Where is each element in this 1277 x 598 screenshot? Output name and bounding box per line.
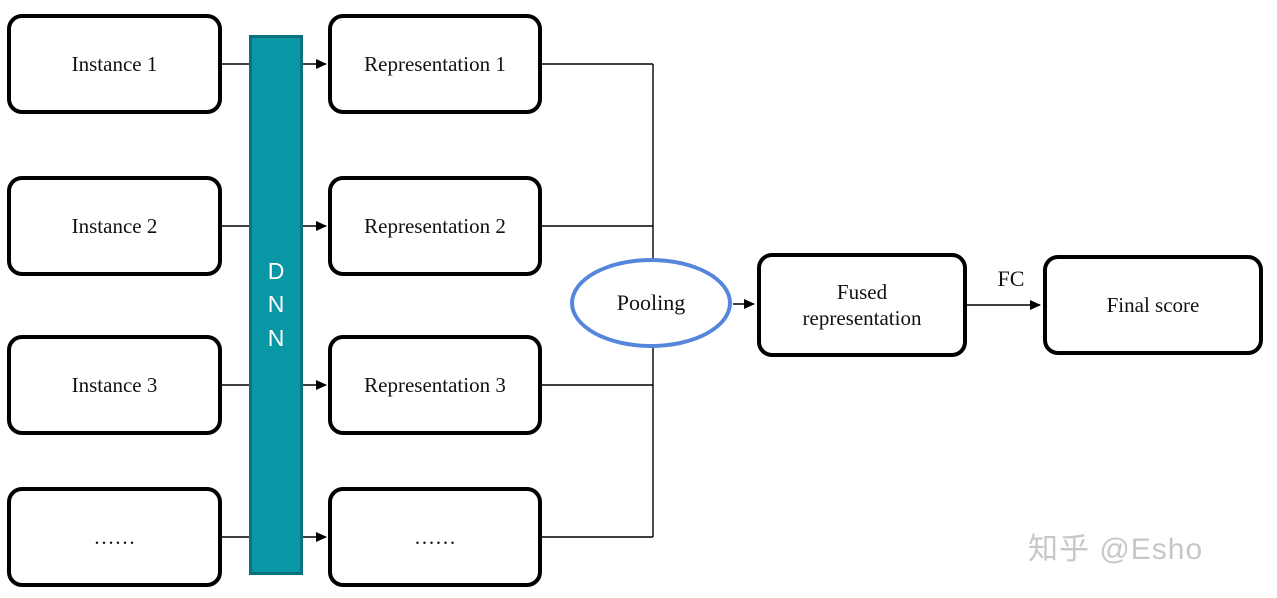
final-score-box: Final score bbox=[1043, 255, 1263, 355]
instance-2-box: Instance 2 bbox=[7, 176, 222, 276]
dnn-layer-bar: D N N bbox=[249, 35, 303, 575]
instance-ellipsis-box: …… bbox=[7, 487, 222, 587]
representation-1-label: Representation 1 bbox=[364, 51, 506, 76]
pooling-label: Pooling bbox=[616, 290, 686, 315]
instance-ellipsis-label: …… bbox=[93, 524, 136, 549]
representation-ellipsis-box: …… bbox=[328, 487, 542, 587]
representation-1-box: Representation 1 bbox=[328, 14, 542, 114]
fused-representation-label: Fused representation bbox=[802, 279, 922, 330]
representation-2-label: Representation 2 bbox=[364, 213, 506, 238]
instance-3-label: Instance 3 bbox=[71, 372, 158, 397]
dnn-layer-label: D N N bbox=[267, 257, 285, 351]
representation-3-label: Representation 3 bbox=[364, 372, 506, 397]
representation-ellipsis-label: …… bbox=[414, 524, 456, 549]
pooling-node: Pooling bbox=[570, 258, 732, 348]
watermark-text: 知乎 @Esho bbox=[1028, 533, 1204, 566]
instance-3-box: Instance 3 bbox=[7, 335, 222, 435]
instance-1-box: Instance 1 bbox=[7, 14, 222, 114]
fc-edge-label: FC bbox=[997, 266, 1025, 291]
representation-3-box: Representation 3 bbox=[328, 335, 542, 435]
instance-1-label: Instance 1 bbox=[71, 51, 158, 76]
final-score-label: Final score bbox=[1106, 292, 1200, 317]
instance-2-label: Instance 2 bbox=[71, 213, 158, 238]
representation-2-box: Representation 2 bbox=[328, 176, 542, 276]
fused-representation-box: Fused representation bbox=[757, 253, 967, 357]
